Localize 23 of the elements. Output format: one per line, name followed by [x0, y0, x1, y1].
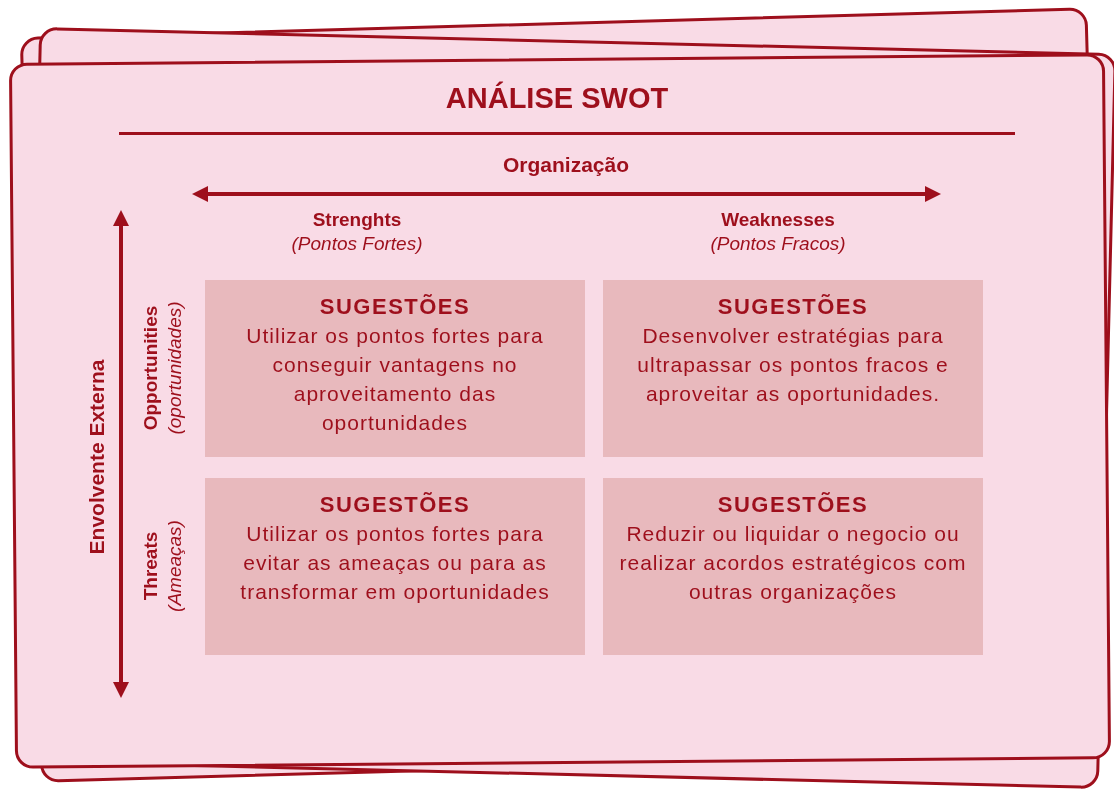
quadrant-box: [205, 478, 585, 655]
quadrant-text: Reduzir ou liquidar o negocio ou realizar acordos estratégicos com outras organizações: [618, 521, 968, 605]
axis-label: Threats: [140, 531, 162, 601]
quadrant-box: [205, 280, 585, 457]
quadrant-text: Utilizar os pontos fortes para conseguir vantagens no aproveitamento das oportunidades: [245, 323, 545, 436]
quadrant-heading: SUGESTÕES: [319, 491, 471, 519]
title: ANÁLISE SWOT: [444, 82, 670, 115]
axis-label: Envolvente Externa: [85, 359, 109, 555]
column-header: Weaknesses: [721, 209, 835, 231]
quadrant-text: Utilizar os pontos fortes para evitar as ameaças ou para as transformar em oportunidades: [239, 521, 551, 605]
column-header: (Pontos Fortes): [291, 233, 423, 255]
axis-label: Opportunities: [140, 305, 162, 431]
column-header: (Pontos Fracos): [710, 233, 846, 255]
quadrant-box: [603, 280, 983, 457]
quadrant-heading: SUGESTÕES: [717, 491, 869, 519]
axis-label: (oportunidades): [164, 301, 186, 435]
column-header: Strenghts: [312, 209, 402, 231]
quadrant-text: Desenvolver estratégias para ultrapassar os pontos fracos e aproveitar as oportunidades.: [636, 323, 950, 407]
column-header: Organização: [503, 153, 629, 177]
quadrant-heading: SUGESTÕES: [717, 293, 869, 321]
quadrant-heading: SUGESTÕES: [319, 293, 471, 321]
quadrant-box: [603, 478, 983, 655]
axis-label: (Ameaças): [164, 520, 186, 612]
